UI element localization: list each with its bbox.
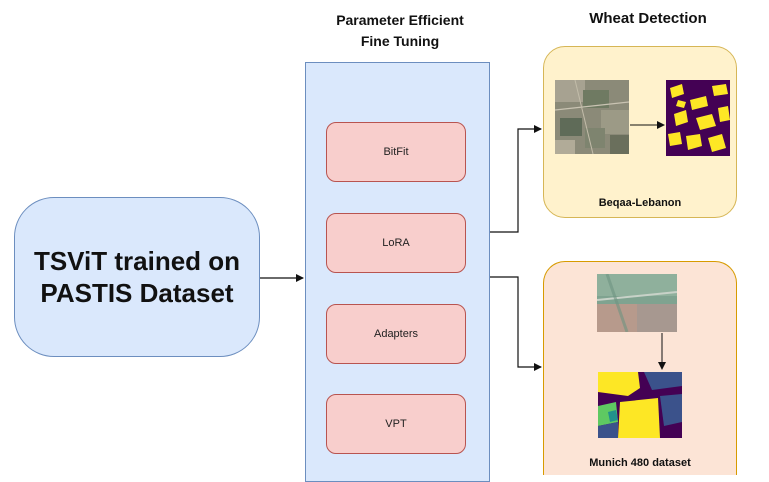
arrow-peft-to-beqaa xyxy=(490,125,542,233)
wheat-detection-title: Wheat Detection xyxy=(589,10,707,27)
source-model-node: TSViT trained on PASTIS Dataset xyxy=(14,197,260,357)
method-adapters: Adapters xyxy=(326,304,466,364)
method-bitfit: BitFit xyxy=(326,122,466,182)
beqaa-satellite-image xyxy=(555,80,629,154)
beqaa-result-panel: Beqaa-Lebanon xyxy=(543,46,737,218)
source-model-label: TSViT trained on PASTIS Dataset xyxy=(33,246,241,308)
beqaa-wheat-mask xyxy=(666,80,730,156)
method-vpt: VPT xyxy=(326,394,466,454)
munich-result-panel: Munich 480 dataset xyxy=(543,261,737,475)
beqaa-label: Beqaa-Lebanon xyxy=(598,197,682,209)
peft-title: Parameter Efficient Fine Tuning xyxy=(336,12,464,49)
arrow-peft-to-munich xyxy=(490,276,542,371)
munich-label: Munich 480 dataset xyxy=(589,457,691,469)
method-lora: LoRA xyxy=(326,213,466,273)
munich-satellite-image xyxy=(597,274,677,332)
munich-wheat-mask xyxy=(598,372,682,438)
peft-panel: BitFit LoRA Adapters VPT xyxy=(305,62,490,482)
